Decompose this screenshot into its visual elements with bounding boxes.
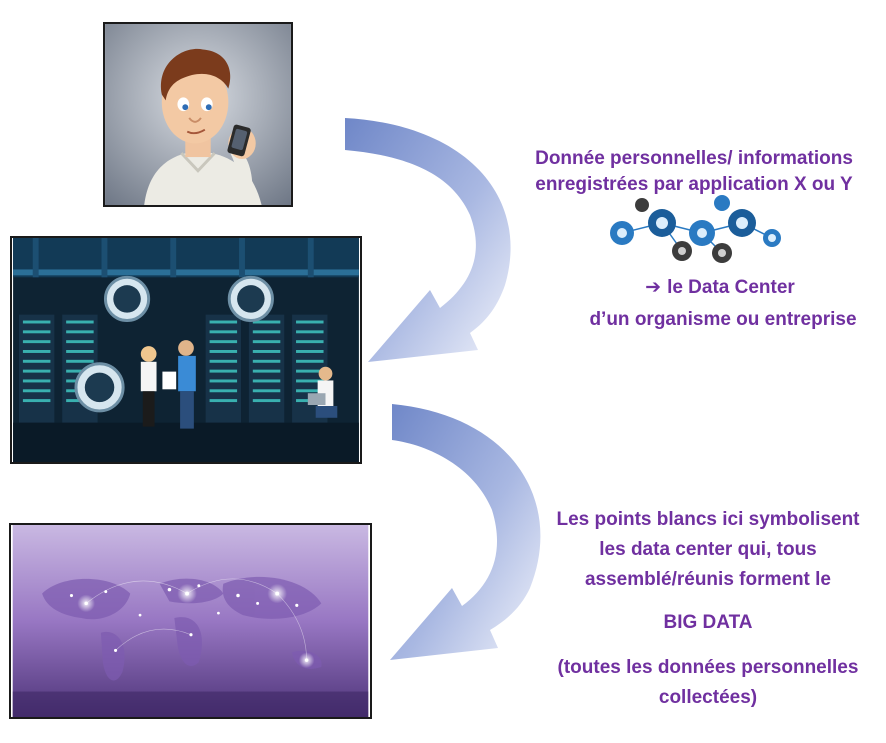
datacenter-scene-icon: [13, 238, 359, 462]
bottom-caption-line1: Les points blancs ici symbolisent: [556, 509, 860, 530]
top-caption-line3: ➔le Data Center: [610, 276, 830, 300]
world-map-panel: [9, 523, 372, 719]
big-data-label: BIG DATA: [663, 612, 753, 633]
person-panel: [103, 22, 293, 207]
curved-arrow-top: [345, 118, 511, 362]
datacenter-label: le Data Center: [667, 277, 795, 298]
bottom-caption-line5: (toutes les données personnelles: [557, 657, 859, 678]
bottom-caption-line3: assemblé/réunis forment le: [584, 569, 832, 590]
top-caption-line4: d’un organisme ou entreprise: [589, 309, 857, 330]
datacenter-panel: [10, 236, 362, 464]
curved-arrow-bottom: [390, 404, 541, 660]
bottom-caption-line6: collectées): [658, 687, 758, 708]
person-with-phone-icon: [105, 24, 291, 205]
network-gears-icon: [610, 195, 781, 263]
top-caption-line1: Donnée personnelles/ informations: [535, 148, 853, 169]
world-map-icon: [12, 525, 369, 717]
bottom-caption-line2: les data center qui, tous: [599, 539, 817, 560]
arrow-right-icon: ➔: [645, 277, 662, 298]
top-caption-line2: enregistrées par application X ou Y: [535, 174, 853, 195]
